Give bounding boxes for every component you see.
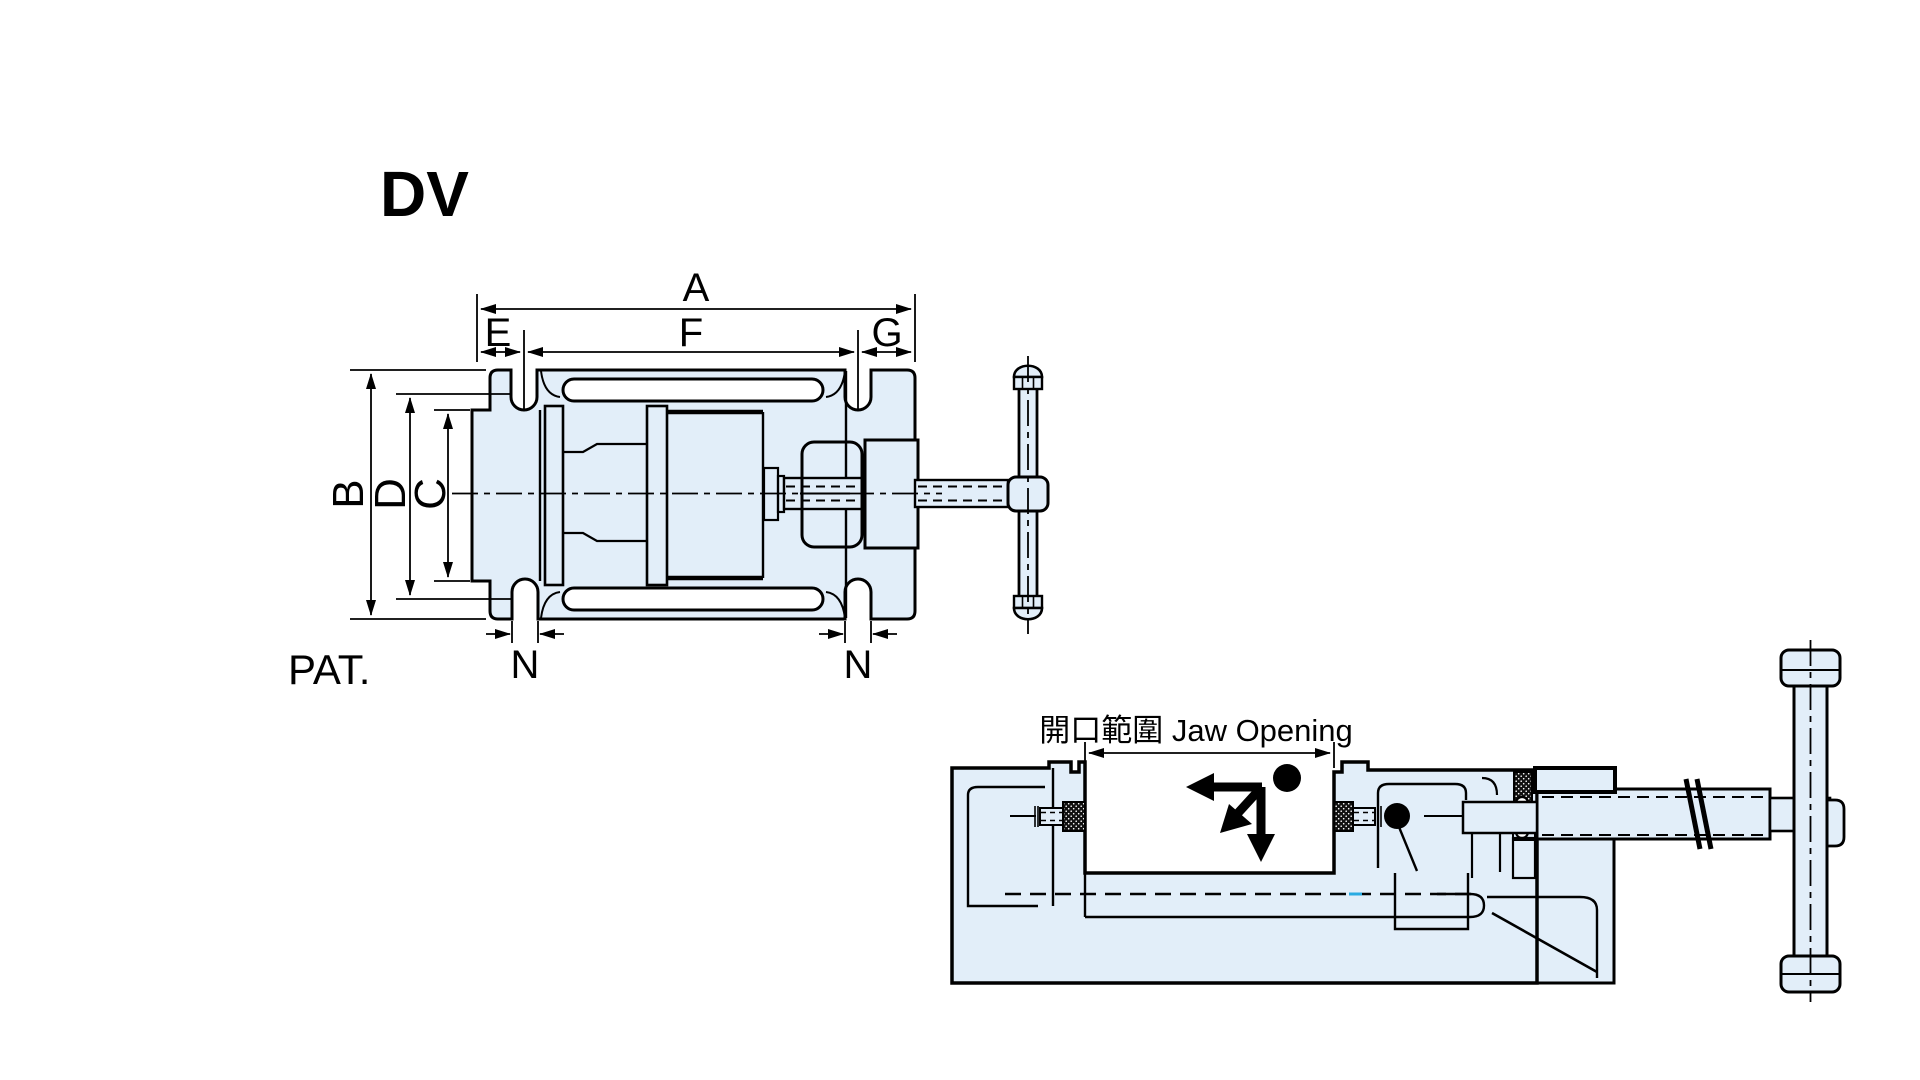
- model-title: DV: [380, 158, 469, 230]
- rear-shelf: [1487, 895, 1599, 978]
- dim-label-a: A: [683, 266, 710, 310]
- pivot-ball-mark: [1384, 803, 1410, 829]
- vise-side-view-silhouette: [950, 760, 1539, 985]
- movable-jaw-cavity: [1376, 782, 1468, 868]
- dim-label-b: B: [324, 479, 373, 508]
- jaw-foot: [1393, 873, 1470, 931]
- arrow-down: [1247, 834, 1275, 862]
- jaw-plates: [1034, 801, 1382, 832]
- jaw-screw-right: [1352, 807, 1376, 826]
- side-view: 開口範圍 Jaw Opening: [950, 640, 1846, 1002]
- patent-label: PAT.: [288, 646, 370, 693]
- dim-label-e: E: [485, 311, 512, 355]
- extension-lines: [350, 294, 916, 643]
- nut-block: [1461, 800, 1539, 835]
- logo-arrows: [1186, 764, 1301, 862]
- break-mark: [1694, 778, 1714, 850]
- thrust-collar: [800, 440, 864, 549]
- jaw-screw-left: [1039, 807, 1064, 826]
- dim-label-g: G: [871, 311, 902, 355]
- dim-label-n-left: N: [511, 643, 540, 687]
- dim-label-f: F: [679, 311, 703, 355]
- arrow-left: [1186, 773, 1214, 801]
- jaw-opening-label: 開口範圍 Jaw Opening: [1039, 713, 1353, 748]
- top-view: DV PAT. A E F G B D C N N: [288, 158, 1050, 693]
- rib-diagonal: [1491, 911, 1598, 974]
- dim-label-d: D: [366, 478, 415, 510]
- dim-label-c: C: [406, 478, 455, 510]
- flange-slot-bottom: [561, 586, 825, 612]
- handle-side-view: [1779, 640, 1842, 1002]
- dim-label-n-right: N: [844, 643, 873, 687]
- cast-fillets: [540, 370, 846, 619]
- dimension-lines: [366, 304, 912, 639]
- centerlines-top-view: [452, 330, 1029, 634]
- logo-ball: [1273, 764, 1301, 792]
- bearing-details: [1461, 766, 1617, 880]
- break-mark: [1683, 778, 1703, 850]
- knurled-jaw-plate-right: [1333, 801, 1354, 832]
- base-internals: [966, 768, 1599, 978]
- centerline-lug: [1437, 892, 1486, 919]
- top-gib-block: [1533, 766, 1617, 794]
- shaft-end-cap: [1825, 798, 1846, 848]
- flange-slot-top: [561, 377, 825, 403]
- arrow-diagonal: [1220, 804, 1252, 833]
- knurled-jaw-plate-left: [1062, 801, 1086, 832]
- jaw-opening-dimension: [1084, 742, 1335, 768]
